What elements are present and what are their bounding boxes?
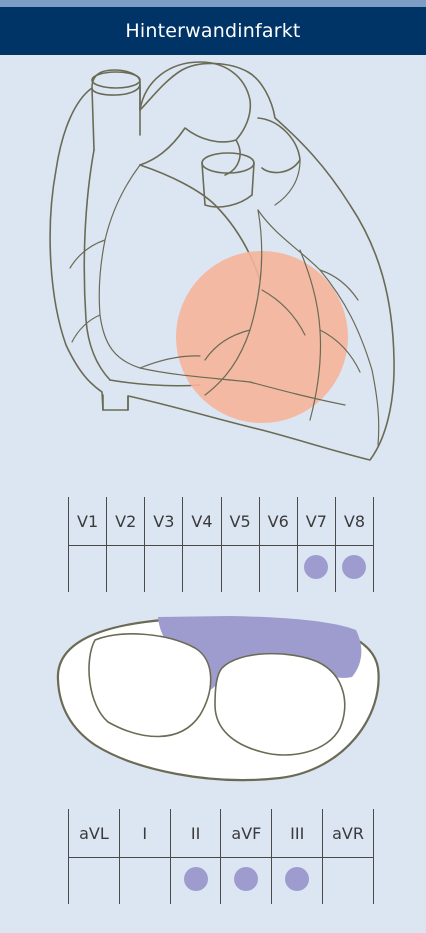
chest-lead-label-v1: V1 — [69, 497, 107, 546]
affected-lead-marker — [285, 867, 309, 891]
limb-lead-marker-cell — [69, 858, 120, 905]
limb-lead-label-iii: III — [272, 809, 323, 858]
chest-lead-label-v3: V3 — [145, 497, 183, 546]
vena-cava-opening — [92, 72, 140, 88]
pulmonary-artery-opening — [202, 153, 254, 173]
limb-lead-label-i: I — [119, 809, 170, 858]
limb-lead-marker-cell — [119, 858, 170, 905]
aortic-arch — [140, 62, 250, 165]
limb-lead-marker-cell — [221, 858, 272, 905]
right-ventricle-cavity — [89, 634, 211, 737]
infarct-area — [176, 251, 348, 423]
chest-lead-marker-cell — [145, 546, 183, 593]
chest-lead-marker-cell — [183, 546, 221, 593]
limb-lead-label-avl: aVL — [69, 809, 120, 858]
chest-lead-label-v6: V6 — [259, 497, 297, 546]
limb-lead-marker-cell — [170, 858, 221, 905]
affected-lead-marker — [342, 555, 366, 579]
chest-lead-label-v4: V4 — [183, 497, 221, 546]
affected-lead-marker — [184, 867, 208, 891]
limb-lead-marker-cell — [272, 858, 323, 905]
chest-lead-label-v5: V5 — [221, 497, 259, 546]
chest-lead-marker-cell — [335, 546, 373, 593]
chest-lead-label-v8: V8 — [335, 497, 373, 546]
chest-lead-marker-cell — [221, 546, 259, 593]
limb-lead-label-avf: aVF — [221, 809, 272, 858]
chest-lead-marker-cell — [259, 546, 297, 593]
affected-lead-marker — [304, 555, 328, 579]
chest-lead-label-v7: V7 — [297, 497, 335, 546]
vena-cava — [92, 84, 140, 150]
chest-lead-marker-cell — [107, 546, 145, 593]
ventricle-cross-section — [58, 616, 379, 780]
limb-lead-marker-cell — [323, 858, 374, 905]
chest-lead-marker-cell — [69, 546, 107, 593]
left-ventricle-cavity — [215, 654, 345, 755]
chest-lead-label-v2: V2 — [107, 497, 145, 546]
affected-lead-marker — [234, 867, 258, 891]
limb-lead-label-ii: II — [170, 809, 221, 858]
limb-lead-label-avr: aVR — [323, 809, 374, 858]
chest-lead-marker-cell — [297, 546, 335, 593]
